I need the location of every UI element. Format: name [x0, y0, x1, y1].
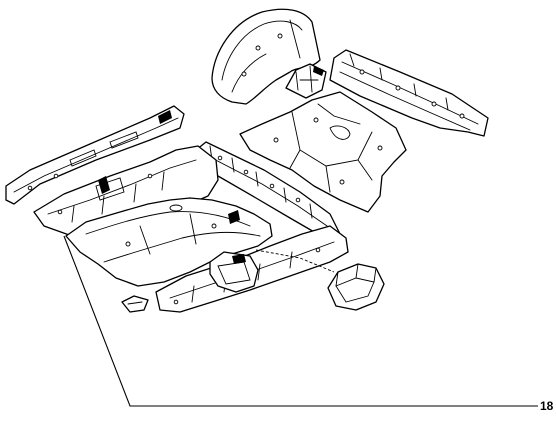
- callout-leader-line: [63, 235, 538, 407]
- small-gusset: [121, 295, 149, 313]
- floor-tunnel: [65, 197, 273, 287]
- rear-cross-panel: [329, 49, 489, 137]
- rear-floor-pan: [239, 91, 407, 213]
- wheel-arch-bracket: [285, 63, 327, 99]
- jacking-point-reinforcement: [327, 263, 385, 311]
- seat-mounting-bracket: [209, 251, 259, 293]
- wheel-arch-panel: [211, 8, 321, 105]
- callout-number-18: 18: [540, 399, 554, 413]
- side-sill-rail: [5, 105, 185, 205]
